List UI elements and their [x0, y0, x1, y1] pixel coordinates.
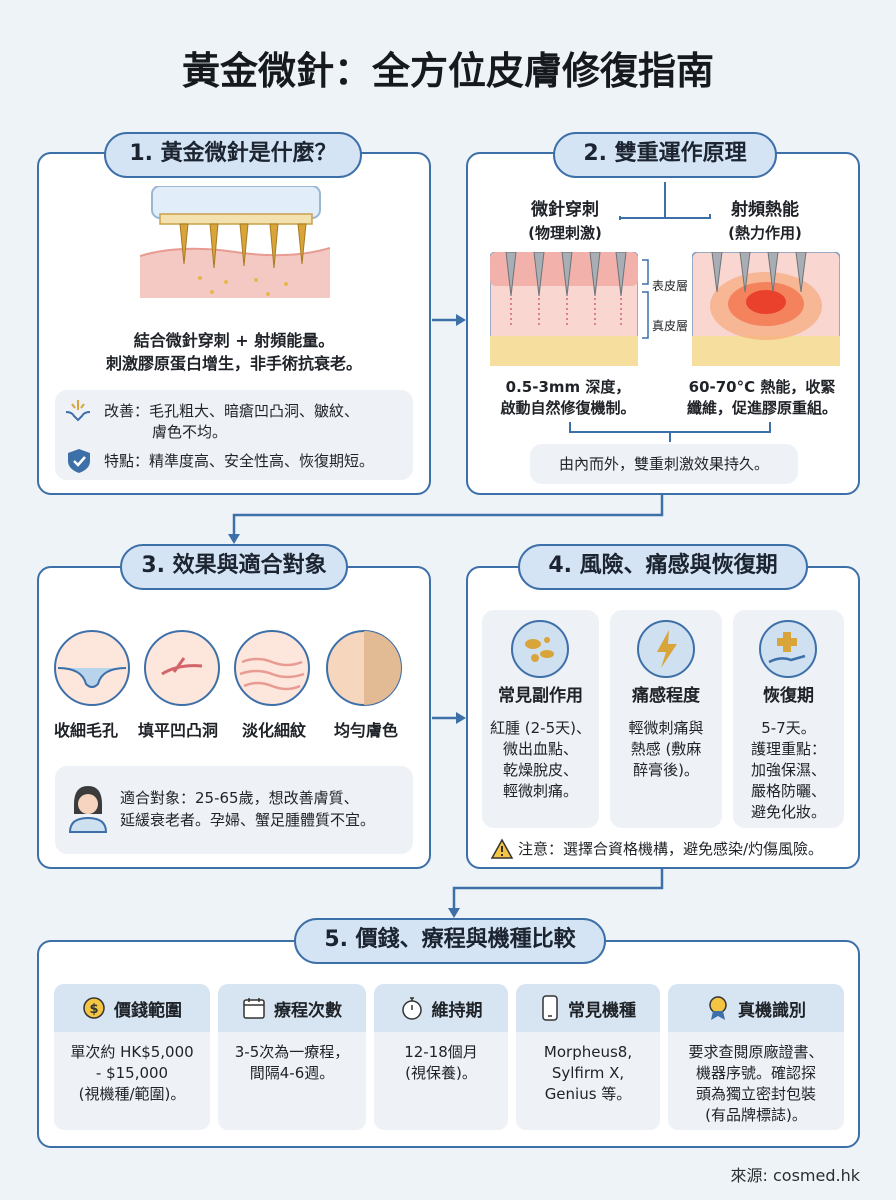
page-title: 黃金微針：全方位皮膚修復指南	[181, 49, 714, 93]
s5-models-line0: Morpheus8,	[543, 1043, 633, 1061]
s4-col1-line1: 熱感 (敷麻	[630, 740, 702, 758]
section-5-heading: 5. 價錢、療程與機種比較	[294, 918, 606, 964]
s4-col0-line0: 紅腫 (2-5天)、	[490, 719, 591, 737]
s4-col0-line2: 乾燥脫皮、	[502, 761, 578, 779]
s5-auth-title: 真機識別	[738, 1000, 806, 1021]
s5-auth-line0: 要求查閱原廠證書、	[688, 1043, 824, 1061]
s5-price-line0: 單次約 HK$5,000	[70, 1043, 194, 1061]
s5-cell-duration: 維持期 12-18個月 (視保養)。	[374, 984, 508, 1130]
s4-col0-title: 常見副作用	[498, 686, 583, 706]
layer-dermis: 真皮層	[652, 319, 689, 333]
care-hand-icon	[759, 620, 817, 678]
section-1-heading: 1. 黃金微針是什麼？	[104, 132, 362, 178]
effect-label-0: 收細毛孔	[54, 721, 119, 740]
effect-label-1: 填平凹凸洞	[138, 721, 219, 740]
dollar-icon: $	[83, 997, 105, 1019]
s4-col0-line3: 輕微刺痛。	[502, 782, 578, 800]
calendar-icon	[243, 998, 265, 1019]
s1-desc-line2: 刺激膠原蛋白增生，非手術抗衰老。	[105, 354, 362, 373]
s5-auth-line3: (有品牌標誌)。	[705, 1106, 807, 1124]
s4-col2-title: 恢復期	[763, 686, 814, 706]
layer-brackets	[642, 259, 649, 339]
s5-sessions-line0: 3-5次為一療程，	[234, 1043, 350, 1061]
effect-label-3: 均勻膚色	[334, 721, 399, 740]
s5-price-line1: - $15,000	[95, 1064, 169, 1082]
pore-icon	[65, 400, 91, 422]
s3-target-line1: 適合對象：25-65歲，想改善膚質、	[120, 789, 359, 807]
layer-epidermis: 表皮層	[652, 279, 689, 293]
s1-improve-line1: 改善：毛孔粗大、暗瘡凹凸洞、皺紋、	[104, 402, 360, 420]
s2-left-title1: 微針穿刺	[531, 200, 599, 220]
s1-improve-line2: 膚色不均。	[152, 423, 228, 441]
merge-bracket	[569, 422, 771, 442]
s5-cell-price: $ 價錢範圍 單次約 HK$5,000 - $15,000 (視機種/範圍)。	[54, 984, 210, 1130]
s5-models-line1: Sylfirm X,	[551, 1064, 625, 1082]
person-icon	[68, 786, 108, 833]
award-icon	[709, 996, 727, 1020]
s3-target-line2: 延緩衰老者。孕婦、蟹足腫體質不宜。	[120, 811, 376, 829]
s5-sessions-title: 療程次數	[274, 1000, 342, 1021]
s3-target-box	[55, 766, 413, 854]
section-4-heading: 4. 風險、痛感與恢復期	[518, 544, 808, 590]
source-credit: 來源: cosmed.hk	[730, 1166, 860, 1185]
rf-heat-diagram	[692, 252, 840, 366]
s4-col2-line0: 5-7天。	[761, 719, 816, 737]
s4-col1-line2: 醉膏後)。	[633, 761, 699, 779]
s4-col0-line1: 微出血點、	[502, 740, 578, 758]
s5-auth-line1: 機器序號。確認探	[695, 1064, 816, 1082]
s1-info-box	[55, 390, 413, 480]
svg-text:$: $	[89, 1002, 98, 1017]
stopwatch-icon	[401, 997, 422, 1020]
s2-right-title2: (熱力作用)	[728, 224, 802, 242]
s4-col2-line4: 避免化妝。	[750, 803, 826, 821]
s2-right-desc2: 纖維，促進膠原重組。	[686, 399, 837, 417]
s2-summary: 由內而外，雙重刺激效果持久。	[558, 455, 769, 473]
s5-cell-authenticity: 真機識別 要求查閱原廠證書、 機器序號。確認探 頭為獨立密封包裝 (有品牌標誌)…	[668, 984, 844, 1130]
s5-models-line2: Genius 等。	[544, 1085, 632, 1103]
s5-price-line2: (視機種/範圍)。	[78, 1085, 186, 1103]
s2-left-desc1: 0.5-3mm 深度，	[505, 378, 631, 396]
microneedle-illustration	[140, 186, 330, 298]
effect-icons	[54, 630, 402, 706]
s5-duration-line0: 12-18個月	[404, 1043, 478, 1061]
s5-sessions-line1: 間隔4-6週。	[249, 1064, 335, 1082]
section-2-heading: 2. 雙重運作原理	[553, 132, 777, 178]
s4-warning: 注意：選擇合資格機構，避免感染/灼傷風險。	[518, 840, 824, 858]
s5-price-title: 價錢範圍	[114, 1000, 182, 1021]
s5-auth-line2: 頭為獨立密封包裝	[695, 1085, 816, 1103]
shield-icon	[68, 449, 90, 473]
effect-label-2: 淡化細紋	[242, 721, 307, 740]
s2-left-title2: (物理刺激)	[528, 224, 602, 242]
pills-icon	[511, 620, 569, 678]
s1-desc-line1: 結合微針穿刺 + 射頻能量。	[133, 331, 335, 350]
s4-col2-line3: 嚴格防曬、	[750, 782, 826, 800]
s4-col1-title: 痛感程度	[632, 686, 700, 706]
s5-duration-line1: (視保養)。	[405, 1064, 477, 1082]
s4-col1-line0: 輕微刺痛與	[628, 719, 704, 737]
s4-col2-line1: 護理重點：	[750, 740, 826, 758]
s2-right-desc1: 60-70°C 熱能，收緊	[688, 378, 836, 396]
s5-duration-title: 維持期	[431, 1000, 483, 1021]
lightning-icon	[637, 620, 695, 678]
s5-cell-sessions: 療程次數 3-5次為一療程， 間隔4-6週。	[218, 984, 366, 1130]
phone-icon	[542, 995, 558, 1021]
s2-left-desc2: 啟動自然修復機制。	[500, 399, 636, 417]
bracket-connector	[619, 182, 711, 220]
s4-col2-line2: 加強保濕、	[750, 761, 826, 779]
warning-icon	[490, 838, 514, 859]
section-3-heading: 3. 效果與適合對象	[120, 544, 348, 590]
s1-feature: 特點：精準度高、安全性高、恢復期短。	[104, 452, 375, 470]
s2-right-title1: 射頻熱能	[731, 200, 799, 220]
s5-cell-models: 常見機種 Morpheus8, Sylfirm X, Genius 等。	[516, 984, 660, 1130]
microneedle-skin-diagram	[490, 252, 638, 366]
s2-summary-box	[530, 444, 798, 484]
s5-models-title: 常見機種	[568, 1000, 636, 1021]
